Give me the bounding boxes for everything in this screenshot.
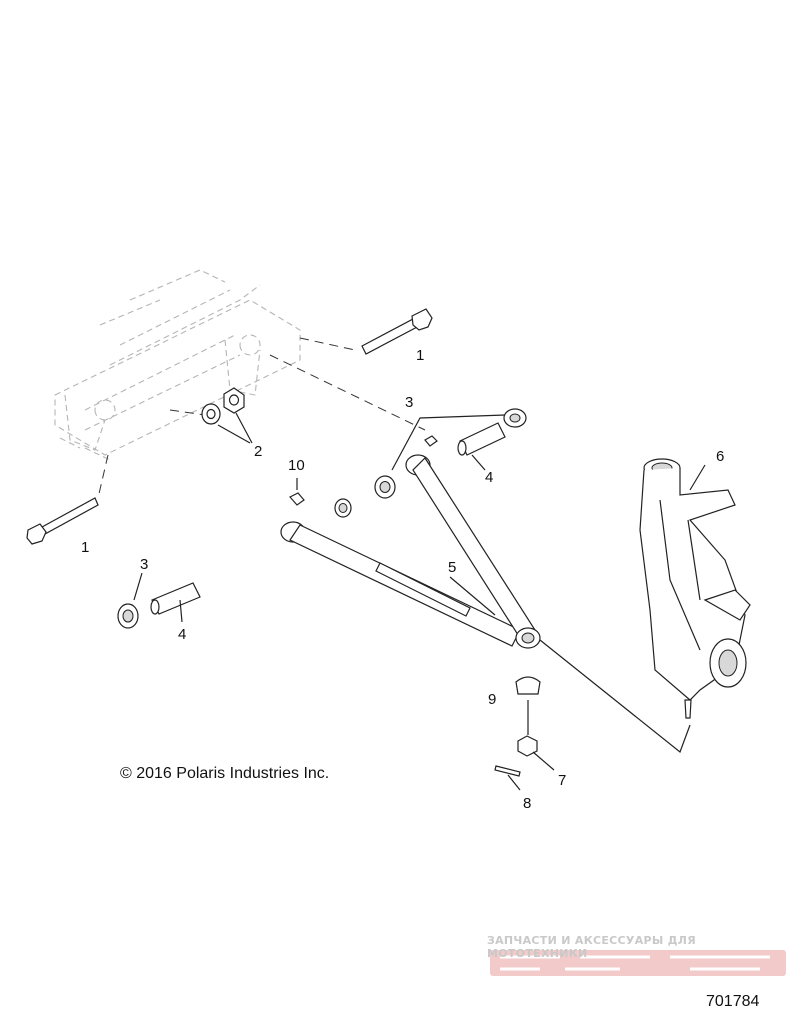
a-arm bbox=[280, 454, 541, 649]
bolt-lower bbox=[26, 497, 99, 545]
ball-joint-hardware bbox=[494, 676, 555, 791]
callout-10: 10 bbox=[288, 457, 305, 474]
knuckle-leaders bbox=[539, 639, 691, 753]
watermark-logo bbox=[490, 950, 786, 976]
watermark-tagline: ЗАПЧАСТИ И АКСЕССУАРЫ ДЛЯ МОТОТЕХНИКИ bbox=[487, 934, 697, 960]
callout-2: 2 bbox=[254, 443, 262, 460]
callout-1-lower: 1 bbox=[81, 539, 89, 556]
callout-6: 6 bbox=[716, 448, 724, 465]
callout-7: 7 bbox=[558, 772, 566, 789]
copyright-text: © 2016 Polaris Industries Inc. bbox=[120, 765, 330, 782]
grease-fittings bbox=[289, 435, 438, 506]
bolt-upper bbox=[361, 308, 433, 355]
assembly-lines bbox=[97, 337, 426, 499]
diagram-id: 701784 bbox=[706, 993, 760, 1010]
callout-1-upper: 1 bbox=[416, 347, 424, 364]
callout-4-lower: 4 bbox=[178, 626, 186, 643]
bushing-sleeve-upper bbox=[374, 408, 527, 499]
callout-3-lower: 3 bbox=[140, 556, 148, 573]
callout-5: 5 bbox=[448, 559, 456, 576]
nuts-pair bbox=[201, 387, 253, 444]
frame-outline bbox=[54, 269, 301, 461]
callout-9: 9 bbox=[488, 691, 496, 708]
callout-3-upper: 3 bbox=[405, 394, 413, 411]
callout-4-upper: 4 bbox=[485, 469, 493, 486]
callouts: 1 1 2 3 3 4 4 5 6 7 8 9 10 bbox=[81, 347, 724, 812]
bushing-sleeve-lower bbox=[117, 572, 201, 629]
knuckle bbox=[639, 458, 751, 719]
callout-8: 8 bbox=[523, 795, 531, 812]
